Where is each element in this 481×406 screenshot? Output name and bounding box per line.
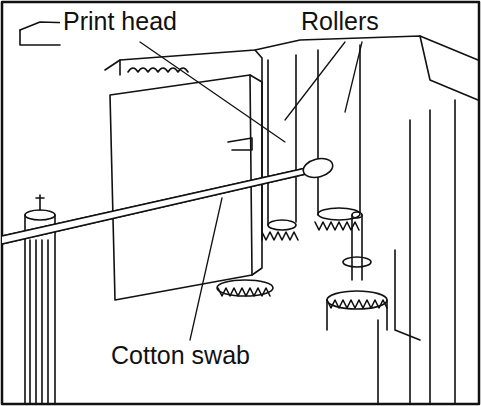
part-label: Rollers bbox=[298, 8, 382, 36]
part-label: Cotton swab bbox=[108, 342, 253, 370]
part-label: Print head bbox=[60, 8, 180, 36]
